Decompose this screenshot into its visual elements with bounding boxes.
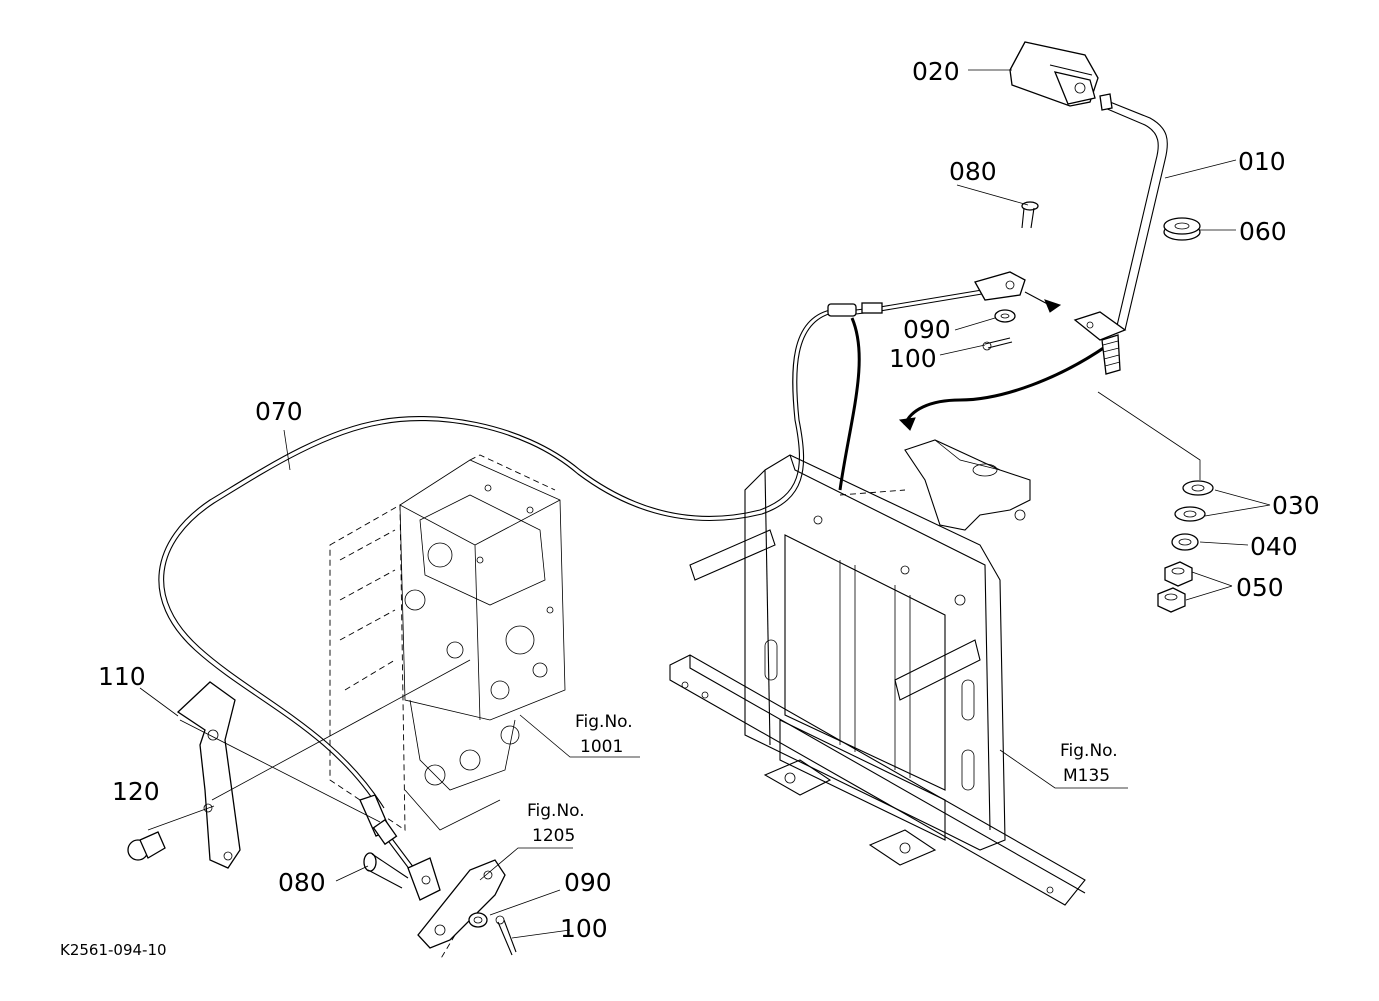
label-070: 070: [255, 397, 303, 426]
cotter-pin-100-top: [982, 337, 1013, 351]
label-110: 110: [98, 662, 146, 691]
fig-M135-line2: M135: [1063, 766, 1110, 786]
fig-1205-line2: 1205: [532, 826, 575, 846]
label-010: 010: [1238, 147, 1286, 176]
cable-bracket-110: [176, 681, 241, 869]
washer-090-top: [994, 309, 1016, 323]
label-020: 020: [912, 57, 960, 86]
hand-lever-010: [1073, 93, 1168, 375]
fig-1205-line1: Fig.No.: [527, 801, 585, 821]
collar-060: [1163, 217, 1201, 241]
bolt-120: [127, 831, 166, 861]
nuts-050: [1157, 561, 1193, 613]
label-080-bottom: 080: [278, 868, 326, 897]
label-120: 120: [112, 777, 160, 806]
cotter-pin-100-bottom: [495, 915, 517, 956]
washer-090-bottom: [468, 912, 488, 928]
leader-lines: [139, 69, 1271, 939]
fig-M135-line1: Fig.No.: [1060, 741, 1118, 761]
label-050: 050: [1236, 573, 1284, 602]
cable-routing-lines: [838, 291, 1116, 491]
washers-030: [1174, 480, 1214, 522]
label-090-top: 090: [903, 315, 951, 344]
throttle-cable-070: [158, 271, 1026, 901]
transmission-housing: [329, 454, 566, 831]
frame-structure: [669, 439, 1086, 906]
label-080-top: 080: [949, 157, 997, 186]
label-030: 030: [1272, 491, 1320, 520]
label-040: 040: [1250, 532, 1298, 561]
drawing-code: K2561-094-10: [60, 941, 167, 959]
label-100-top: 100: [889, 344, 937, 373]
figure-references: Fig.No. 1001 Fig.No. 1205 Fig.No. M135: [527, 712, 1118, 846]
label-060: 060: [1239, 217, 1287, 246]
governor-lever-arm: [417, 859, 506, 961]
spring-washer-040: [1171, 533, 1199, 551]
fig-1001-line2: 1001: [580, 737, 623, 757]
label-090-bottom: 090: [564, 868, 612, 897]
part-labels: 020 010 080 060 090 100 070 030 040 050 …: [98, 57, 1320, 943]
lever-knob-020: [1009, 41, 1099, 107]
clevis-pin-080-top: [1021, 201, 1039, 229]
label-100-bottom: 100: [560, 914, 608, 943]
fig-1001-line1: Fig.No.: [575, 712, 633, 732]
